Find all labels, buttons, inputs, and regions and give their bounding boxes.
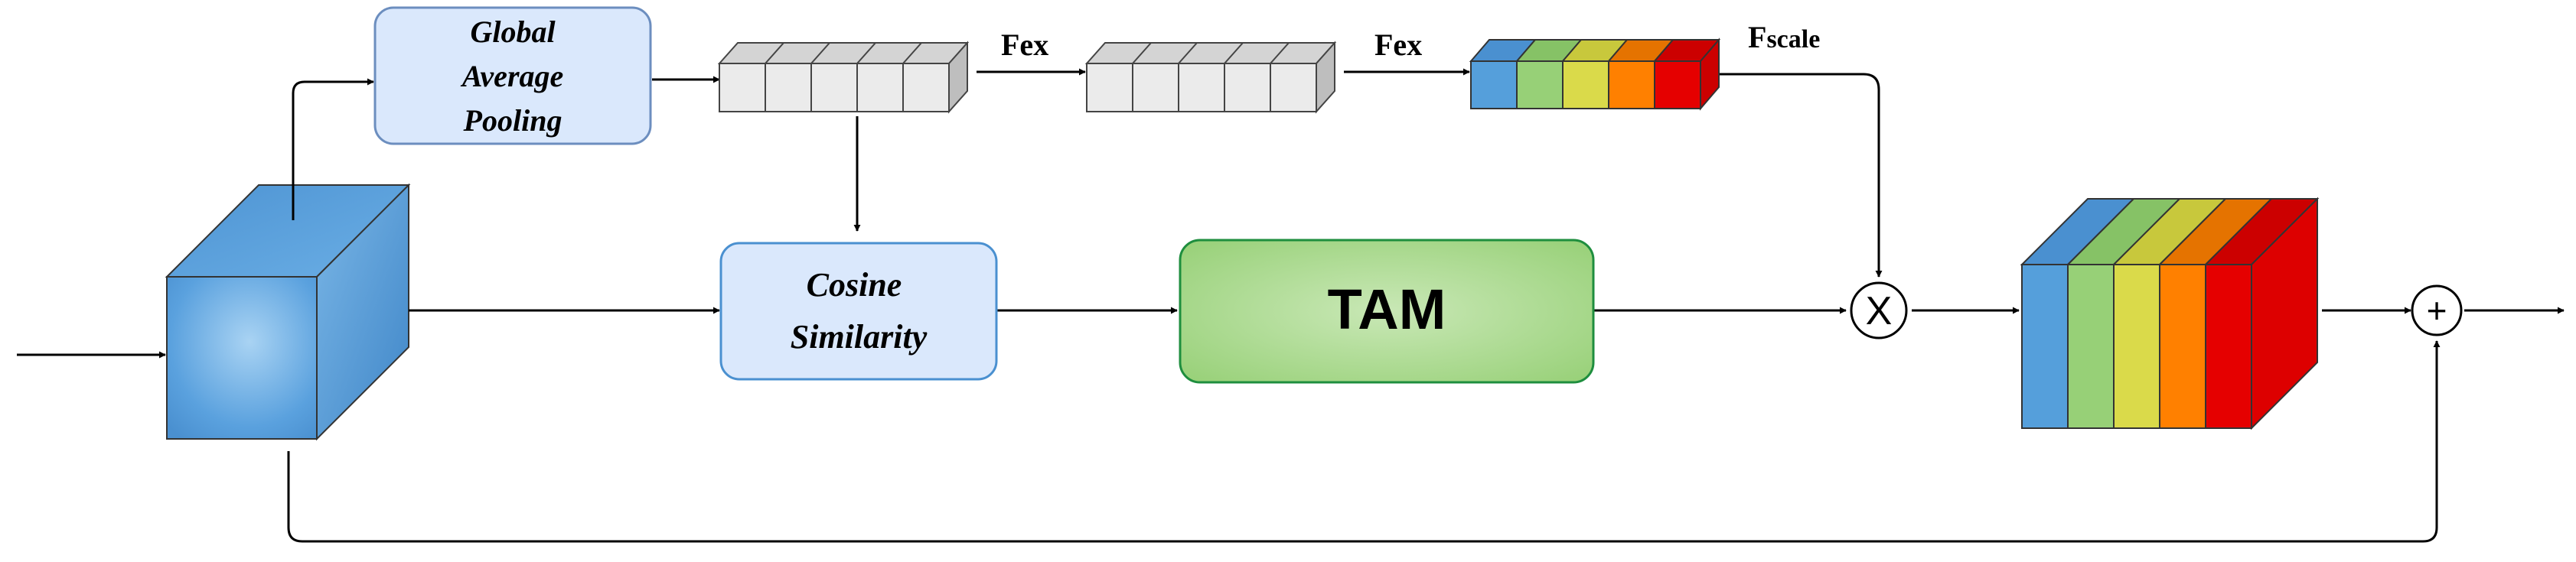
multiply-node: X — [1850, 281, 1908, 339]
excited-cell-5 — [1270, 63, 1317, 112]
scale-cell-red — [1654, 60, 1701, 109]
excited-cell-2 — [1132, 63, 1179, 112]
cube-to-gap-arrow — [292, 78, 374, 220]
output-slice-yellow — [2113, 264, 2160, 429]
tam-block: TAM — [1179, 239, 1595, 384]
fscale-label: Fscale — [1748, 20, 1820, 54]
excited-cell-4 — [1224, 63, 1271, 112]
pooled-vector-top — [717, 42, 970, 64]
output-slice-blue — [2021, 264, 2069, 429]
multiply-symbol: X — [1866, 289, 1893, 333]
fex-label-1: Fex — [1001, 28, 1048, 62]
pooled-cell-3 — [810, 63, 858, 112]
tam-box — [1179, 239, 1595, 384]
cosine-label-line2: Similarity — [791, 318, 928, 356]
pooled-vector — [717, 41, 970, 114]
gap-label-line1: Global — [470, 15, 556, 49]
fscale-arrow — [1705, 73, 1883, 278]
scale-weights-vector — [1469, 37, 1721, 111]
scale-cell-yellow — [1562, 60, 1609, 109]
fscale-label-main: F — [1748, 20, 1766, 54]
output-feature-block — [2020, 197, 2320, 430]
gap-label-line2: Average — [460, 59, 564, 93]
gap-label-line3: Pooling — [463, 103, 562, 138]
multiply-circle — [1850, 281, 1908, 339]
pooled-cell-2 — [765, 63, 812, 112]
pooled-cell-1 — [719, 63, 766, 112]
output-slice-orange — [2159, 264, 2206, 429]
scale-cell-orange — [1608, 60, 1655, 109]
output-slice-green — [2067, 264, 2115, 429]
scale-cell-green — [1516, 60, 1564, 109]
cosine-box — [719, 242, 998, 381]
fex-label-2: Fex — [1374, 28, 1422, 62]
excited-cell-1 — [1086, 63, 1133, 112]
output-slice-red — [2205, 264, 2252, 429]
residual-skip-arrow — [287, 340, 2441, 543]
gap-box — [373, 6, 652, 145]
pooled-cell-4 — [856, 63, 904, 112]
excited-cell-3 — [1178, 63, 1225, 112]
cosine-label-line1: Cosine — [807, 266, 902, 304]
excited-vector-top — [1084, 42, 1337, 64]
excited-vector — [1084, 41, 1337, 114]
cosine-similarity-block: Cosine Similarity — [719, 242, 998, 381]
add-node: + — [2411, 284, 2463, 336]
fscale-label-subscript: scale — [1766, 25, 1820, 54]
tam-label: TAM — [1328, 278, 1446, 341]
scale-cell-blue — [1470, 60, 1518, 109]
input-feature-cube — [165, 183, 411, 441]
global-average-pooling-block: Global Average Pooling — [373, 6, 652, 145]
connectors — [17, 68, 2565, 543]
cube-front-face — [166, 276, 318, 440]
pooled-cell-5 — [902, 63, 950, 112]
add-symbol: + — [2427, 291, 2447, 330]
add-circle — [2411, 284, 2463, 336]
